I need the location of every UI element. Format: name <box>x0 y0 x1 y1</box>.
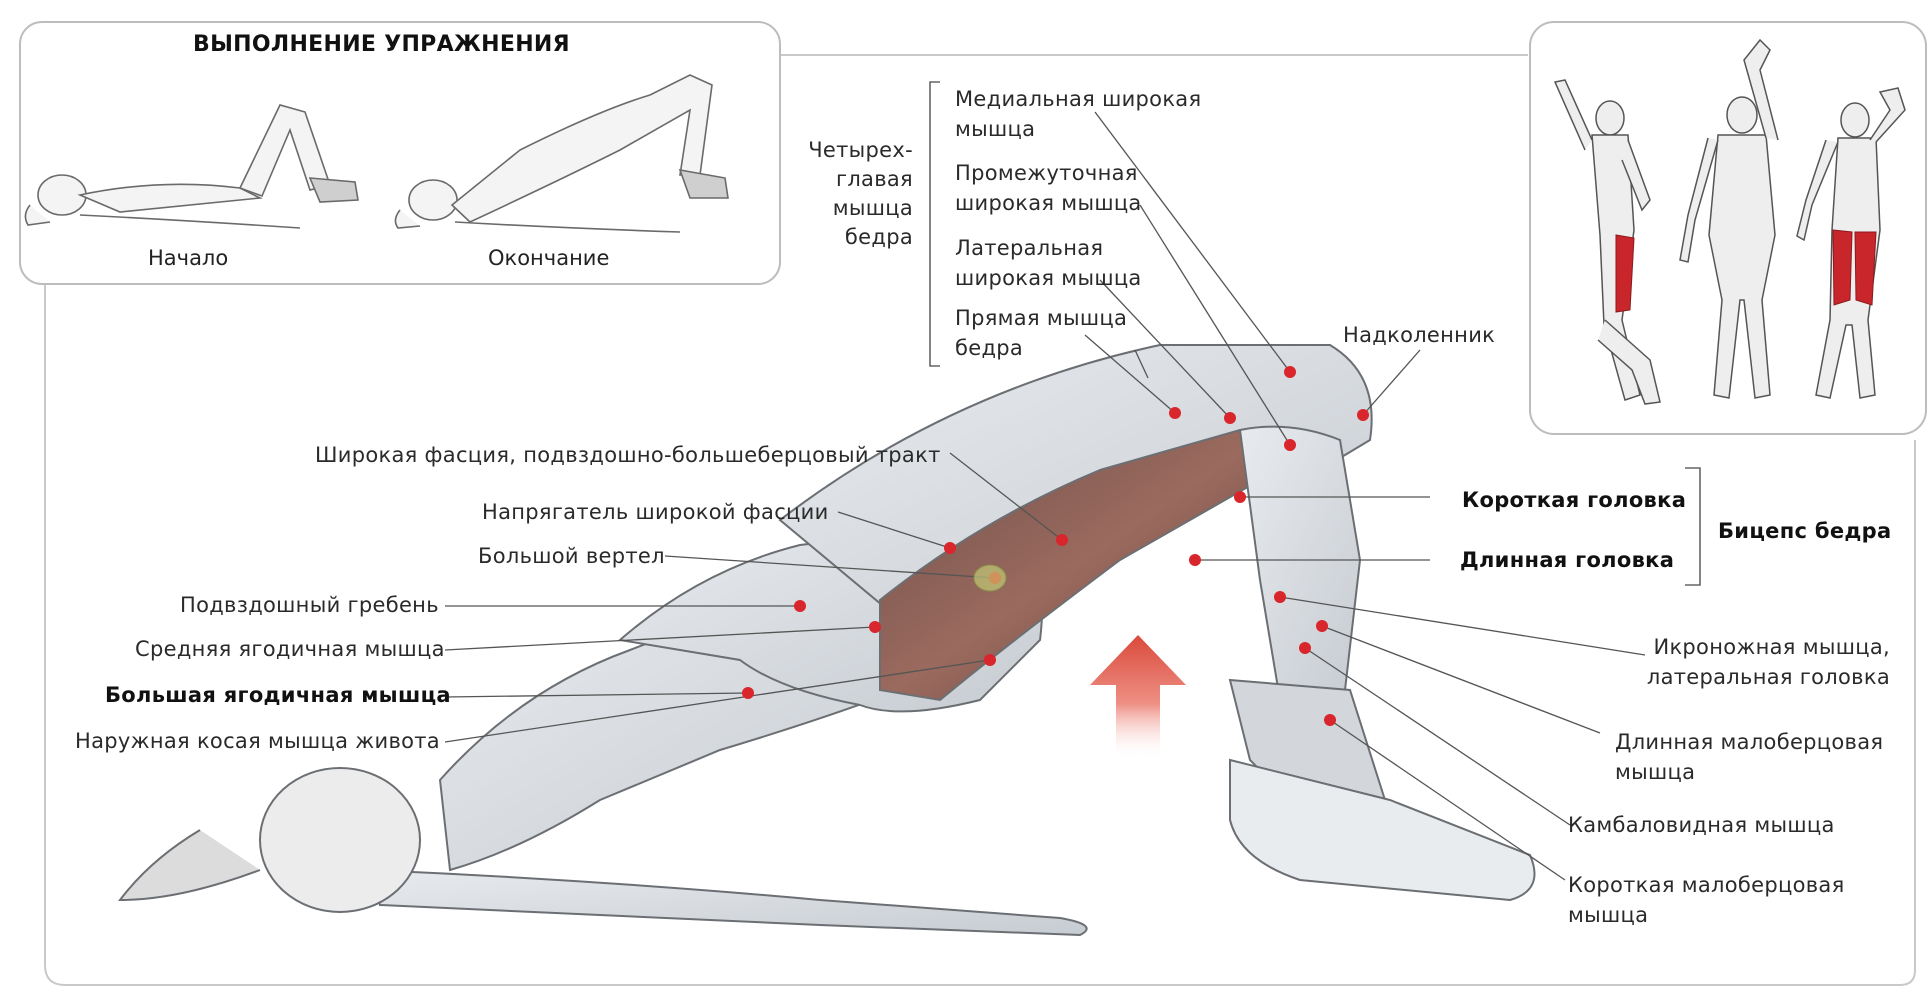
leader-lines <box>444 111 1646 881</box>
rectus-femoris-label: Прямая мышца бедра <box>955 303 1127 364</box>
vastus-lateralis-line-1: Латеральная <box>955 236 1104 260</box>
soleus-label: Камбаловидная мышца <box>1568 813 1835 837</box>
start-pose-figure <box>24 104 359 229</box>
end-pose-figure <box>394 74 729 233</box>
peroneus-longus-line-2: мышца <box>1615 760 1696 785</box>
vastus-lateralis-line-2: широкая мышца <box>955 266 1142 291</box>
vastus-medialis-line-2: мышца <box>955 117 1036 142</box>
peroneus-brevis-label: Короткая малоберцовая мышца <box>1568 870 1845 931</box>
vastus-lateralis-label: Латеральная широкая мышца <box>955 233 1142 294</box>
vastus-intermedius-label: Промежуточная широкая мышца <box>955 158 1142 219</box>
vastus-intermedius-line-1: Промежуточная <box>955 161 1138 185</box>
gastrocnemius-line-1: Икроножная мышца, <box>1653 635 1890 659</box>
peroneus-brevis-line-1: Короткая малоберцовая <box>1568 873 1845 897</box>
brackets <box>929 81 1701 586</box>
biceps-short-head-label: Короткая головка <box>1462 488 1687 512</box>
inset-title: ВЫПОЛНЕНИЕ УПРАЖНЕНИЯ <box>193 32 570 57</box>
biceps-femoris-group-label: Бицепс бедра <box>1718 519 1892 543</box>
patella-label: Надколенник <box>1343 323 1496 347</box>
vastus-medialis-label: Медиальная широкая мышца <box>955 84 1201 145</box>
highlighted-hamstrings <box>1615 229 1877 313</box>
tensor-fasciae-latae-label: Напрягатель широкой фасции <box>482 500 829 524</box>
quad-group-line-2: главая <box>835 166 913 191</box>
trochanter-mark <box>973 564 1007 592</box>
peroneus-longus-label: Длинная малоберцовая мышца <box>1615 727 1883 788</box>
inset-frame <box>19 21 781 285</box>
peroneus-longus-line-1: Длинная малоберцовая <box>1615 730 1884 754</box>
start-caption: Начало <box>148 246 229 270</box>
quad-group-line-3: мышца <box>832 195 913 220</box>
gastrocnemius-label: Икроножная мышца, латеральная головка <box>1560 632 1890 693</box>
gastrocnemius-line-2: латеральная головка <box>1646 665 1890 690</box>
biceps-long-head-label: Длинная головка <box>1460 548 1675 572</box>
lift-arrow <box>1090 635 1186 760</box>
vastus-medialis-line-1: Медиальная широкая <box>955 87 1202 111</box>
quad-group-line-4: бедра <box>844 224 913 249</box>
greater-trochanter-label: Большой вертел <box>478 544 665 568</box>
rectus-femoris-line-2: бедра <box>955 336 1024 361</box>
gluteus-maximus-label: Большая ягодичная мышца <box>105 683 451 707</box>
peroneus-brevis-line-2: мышца <box>1568 903 1649 928</box>
gluteus-medius-label: Средняя ягодичная мышца <box>135 637 445 661</box>
quadriceps-group-label: Четырех- главая мышца бедра <box>795 136 913 252</box>
end-caption: Окончание <box>488 246 610 270</box>
muscle-markers <box>742 366 1369 726</box>
main-frame <box>44 285 1916 986</box>
vastus-intermedius-line-2: широкая мышца <box>955 191 1142 216</box>
rectus-femoris-line-1: Прямая мышца <box>955 306 1128 330</box>
main-figure <box>117 344 1536 937</box>
quad-group-line-1: Четырех- <box>808 138 913 162</box>
fascia-lata-label: Широкая фасция, подвздошно-большеберцовы… <box>315 443 941 467</box>
iliac-crest-label: Подвздошный гребень <box>180 593 439 617</box>
external-oblique-label: Наружная косая мышца живота <box>75 729 440 753</box>
